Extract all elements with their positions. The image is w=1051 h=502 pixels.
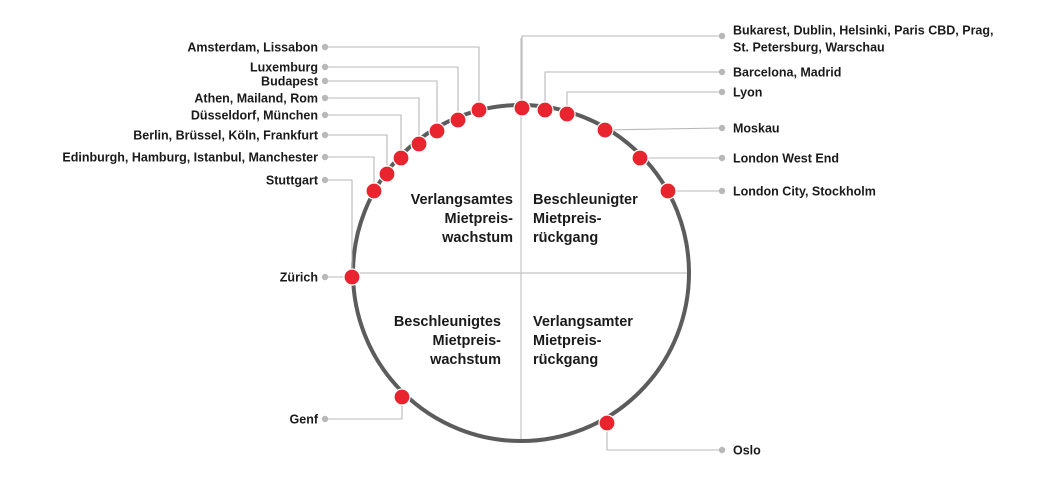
leader-end-dot <box>321 77 329 85</box>
leader-line <box>566 91 722 114</box>
market-label: Bukarest, Dublin, Helsinki, Paris CBD, P… <box>733 24 994 55</box>
market-marker <box>393 388 411 406</box>
market-marker <box>558 105 576 123</box>
market-label: Genf <box>290 413 319 427</box>
market-label: Lyon <box>733 86 762 100</box>
market-marker <box>410 135 428 153</box>
market-marker <box>598 414 616 432</box>
market-label: Amsterdam, Lissabon <box>187 41 318 55</box>
market-label: Oslo <box>733 444 761 458</box>
leader-line <box>325 397 403 420</box>
market-marker <box>470 101 488 119</box>
leader-end-dot <box>321 131 329 139</box>
leader-end-dot <box>321 273 329 281</box>
market-label: Zürich <box>280 271 318 285</box>
market-marker <box>513 99 531 117</box>
leader-line <box>325 134 388 174</box>
leader-line <box>521 35 722 108</box>
leader-line <box>604 127 723 131</box>
market-label: Edinburgh, Hamburg, Istanbul, Manchester <box>62 151 318 165</box>
leader-lines <box>321 32 726 454</box>
market-marker <box>631 149 649 167</box>
leader-line <box>325 46 480 110</box>
market-label: Berlin, Brüssel, Köln, Frankfurt <box>133 129 319 143</box>
leader-end-dot <box>718 32 726 40</box>
leader-line <box>325 114 402 158</box>
leader-end-dot <box>718 88 726 96</box>
leader-end-dot <box>718 446 726 454</box>
leader-end-dot <box>718 187 726 195</box>
market-marker <box>536 101 554 119</box>
leader-end-dot <box>718 124 726 132</box>
leader-end-dot <box>718 68 726 76</box>
market-label: London City, Stockholm <box>733 185 876 199</box>
market-label: Luxemburg <box>250 61 318 75</box>
leader-line <box>325 97 420 144</box>
market-label: Moskau <box>733 122 780 136</box>
market-label: London West End <box>733 152 839 166</box>
leader-end-dot <box>321 415 329 423</box>
market-marker <box>596 121 614 139</box>
market-label: Athen, Mailand, Rom <box>194 92 318 106</box>
leader-end-dot <box>321 63 329 71</box>
market-marker <box>449 111 467 129</box>
market-label: Barcelona, Madrid <box>733 66 841 80</box>
leader-end-dot <box>321 176 329 184</box>
market-label: Düsseldorf, München <box>191 109 318 123</box>
market-label: Budapest <box>261 75 319 89</box>
market-marker <box>659 182 677 200</box>
market-marker <box>392 149 410 167</box>
leader-end-dot <box>718 154 726 162</box>
leader-line <box>325 179 353 277</box>
market-marker <box>378 165 396 183</box>
leader-end-dot <box>321 111 329 119</box>
leader-end-dot <box>321 153 329 161</box>
leader-line <box>544 71 722 110</box>
market-labels: Amsterdam, LissabonLuxemburgBudapestAthe… <box>62 24 993 458</box>
leader-line <box>606 423 722 451</box>
market-marker <box>365 182 383 200</box>
quadrant-dividers <box>352 38 690 442</box>
market-marker <box>428 122 446 140</box>
market-markers <box>343 99 677 432</box>
leader-end-dot <box>321 94 329 102</box>
leader-line <box>325 66 459 120</box>
leader-line <box>325 156 375 191</box>
market-marker <box>343 268 361 286</box>
leader-line <box>325 80 438 131</box>
market-label: Stuttgart <box>266 174 319 188</box>
leader-end-dot <box>321 43 329 51</box>
